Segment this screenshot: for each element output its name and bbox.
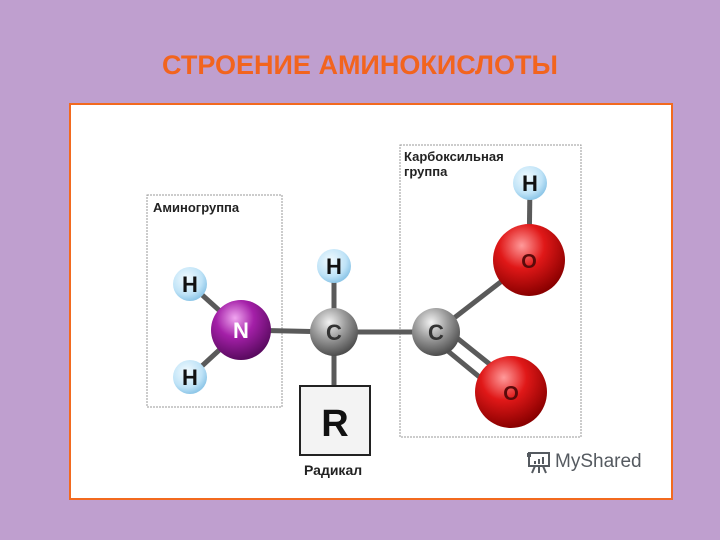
carboxyl-group-box [399, 144, 582, 438]
carbon-atom-alpha: C [310, 308, 358, 356]
svg-text:H: H [182, 272, 198, 297]
svg-text:O: O [503, 383, 519, 405]
carboxyl-group-label-line2: группа [404, 164, 448, 179]
nitrogen-atom: N [211, 300, 271, 360]
radical-box: R [299, 385, 371, 456]
svg-text:R: R [321, 403, 348, 445]
svg-text:O: O [521, 251, 537, 273]
oxygen-atom-hydroxyl: O [493, 224, 565, 296]
oxygen-atom-carbonyl: O [475, 356, 547, 428]
presentation-board-icon [527, 452, 550, 474]
amino-group-label: Аминогруппа [153, 200, 240, 215]
myshared-watermark: MyShared [527, 450, 642, 474]
amino-group-box [146, 194, 283, 408]
svg-text:C: C [326, 320, 342, 345]
watermark-text: MyShared [555, 451, 642, 472]
radical-label: Радикал [304, 462, 363, 478]
carboxyl-group-label-line1: Карбоксильная [404, 149, 504, 164]
hydrogen-atom-hydroxyl: H [513, 166, 547, 200]
slide-title: СТРОЕНИЕ АМИНОКИСЛОТЫ [162, 50, 558, 80]
svg-text:N: N [233, 318, 249, 343]
hydrogen-atom-alpha: H [317, 249, 351, 283]
svg-text:H: H [522, 171, 538, 196]
svg-text:H: H [326, 254, 342, 279]
bonds [188, 182, 533, 400]
carbon-atom-carboxyl: C [412, 308, 460, 356]
svg-text:C: C [428, 320, 444, 345]
hydrogen-atom-amino-top: H [173, 267, 207, 301]
hydrogen-atom-amino-bottom: H [173, 360, 207, 394]
svg-text:H: H [182, 365, 198, 390]
